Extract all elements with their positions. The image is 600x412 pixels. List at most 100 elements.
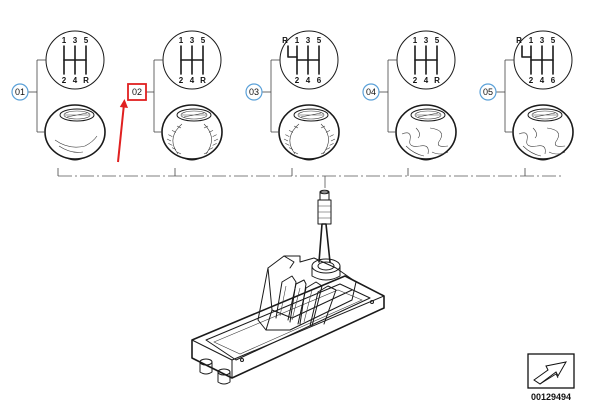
gear-label-bottom: 2 [62, 76, 67, 85]
housing-inner-rim-2 [213, 289, 363, 355]
slot-shade-1 [279, 285, 287, 317]
knob-top-insert-inner [297, 110, 325, 120]
highlight-arrow-head [119, 99, 128, 108]
knob-stitch [293, 151, 299, 155]
callout-circle [11, 83, 29, 101]
knob-top-hatching [182, 112, 206, 118]
callout-box-highlight [127, 83, 147, 101]
highlight-arrow-shaft [117, 103, 125, 163]
knob-stitch [320, 125, 326, 129]
knob-stitch [166, 138, 172, 142]
gear-label-top: 5 [84, 36, 89, 45]
gear-label-bottom: 4 [306, 76, 311, 85]
gear-label-top: 3 [306, 36, 311, 45]
pivot-boss-top [311, 258, 341, 274]
callout-circle [479, 83, 497, 101]
gear-label-bottom: R [200, 76, 206, 85]
gear-label-top: 3 [73, 36, 78, 45]
knob-texture-swirl [54, 135, 98, 148]
gear-label-top: 5 [551, 36, 556, 45]
knob-grain-5 [415, 127, 420, 139]
slot-shade-2 [291, 287, 301, 321]
callout-circle [362, 83, 380, 101]
gear-label-top: 1 [529, 36, 534, 45]
knob-top-hatching [65, 112, 89, 118]
lever-tip [317, 199, 332, 225]
knob-grain-4 [431, 151, 449, 155]
gear-label-top: 1 [62, 36, 67, 45]
knob-stitch [283, 138, 289, 142]
pin-left-body [199, 361, 213, 375]
knob-top-insert-inner [180, 110, 208, 120]
knob-top-hatching [416, 112, 440, 118]
pin-left-top [199, 358, 213, 366]
knob-stitch [171, 130, 177, 133]
screw-front-2 [370, 300, 374, 304]
knob-top-hatching [533, 112, 557, 118]
gear-label-bottom: 2 [179, 76, 184, 85]
shifter-assembly [191, 189, 385, 385]
gear-label-bottom: 2 [529, 76, 534, 85]
knob-body [161, 104, 223, 160]
slot-shade-3 [303, 289, 313, 323]
gear-label-top: 5 [201, 36, 206, 45]
slot-ridge-3 [297, 281, 323, 327]
knob-stitch [325, 147, 331, 150]
knob-grain-1 [401, 132, 429, 155]
knob-body [278, 104, 340, 160]
knob-texture-swirl-2 [58, 145, 84, 153]
knob-top-hatching [299, 112, 323, 118]
lever-shaft [318, 223, 331, 263]
gear-label-top: 5 [435, 36, 440, 45]
reference-arrow-shadow [539, 373, 559, 385]
knob-stitch [325, 130, 331, 133]
gear-label-bottom: R [434, 76, 440, 85]
knob-seam-left [172, 123, 183, 155]
gear-label-top: 1 [413, 36, 418, 45]
gear-label-bottom: 2 [413, 76, 418, 85]
knob-stitch [171, 147, 177, 150]
knob-stitch [288, 130, 294, 133]
knob-grain-5 [532, 127, 537, 139]
slot-ridge-4 [309, 285, 337, 327]
gear-label-bottom: 4 [73, 76, 78, 85]
knob-stitch [168, 143, 173, 146]
slot-ridge-1 [275, 275, 297, 323]
knob-grain-2 [429, 127, 449, 147]
knob-stitch [288, 147, 294, 150]
knob-seam-left [289, 123, 300, 155]
gear-label-top: 3 [540, 36, 545, 45]
callout-label: 03 [249, 87, 259, 97]
gear-label-top: 3 [424, 36, 429, 45]
gate-reverse-leg [521, 45, 532, 58]
gear-label-bottom: R [83, 76, 89, 85]
knob-top-insert [527, 108, 563, 122]
knob-collar [66, 157, 84, 161]
knob-stitch [320, 151, 326, 155]
highlight-arrow [117, 99, 128, 163]
knob-collar [534, 157, 552, 161]
housing-base-top-edge [191, 295, 385, 361]
front-connector-pins [199, 300, 374, 385]
knob-stitch [285, 134, 290, 137]
pin-right-body [217, 371, 231, 385]
knob-grain-3 [405, 145, 425, 157]
callout-label: 04 [366, 87, 376, 97]
pivot-boss-side [311, 265, 341, 281]
gate-frame-left-edge [265, 267, 273, 331]
knob-top-insert [176, 108, 212, 122]
knob-stitch [176, 151, 182, 155]
gear-label-top: 1 [295, 36, 300, 45]
knob-stitch [330, 138, 336, 142]
gear-label-top: R [282, 36, 288, 45]
connector-lines [57, 168, 562, 188]
housing-inner-rim [205, 283, 371, 361]
knob-top-insert-inner [414, 110, 442, 120]
callout-circle [245, 83, 263, 101]
knob-seam-right [203, 123, 212, 155]
knob-stitch [168, 134, 173, 137]
knob-collar [417, 157, 435, 161]
